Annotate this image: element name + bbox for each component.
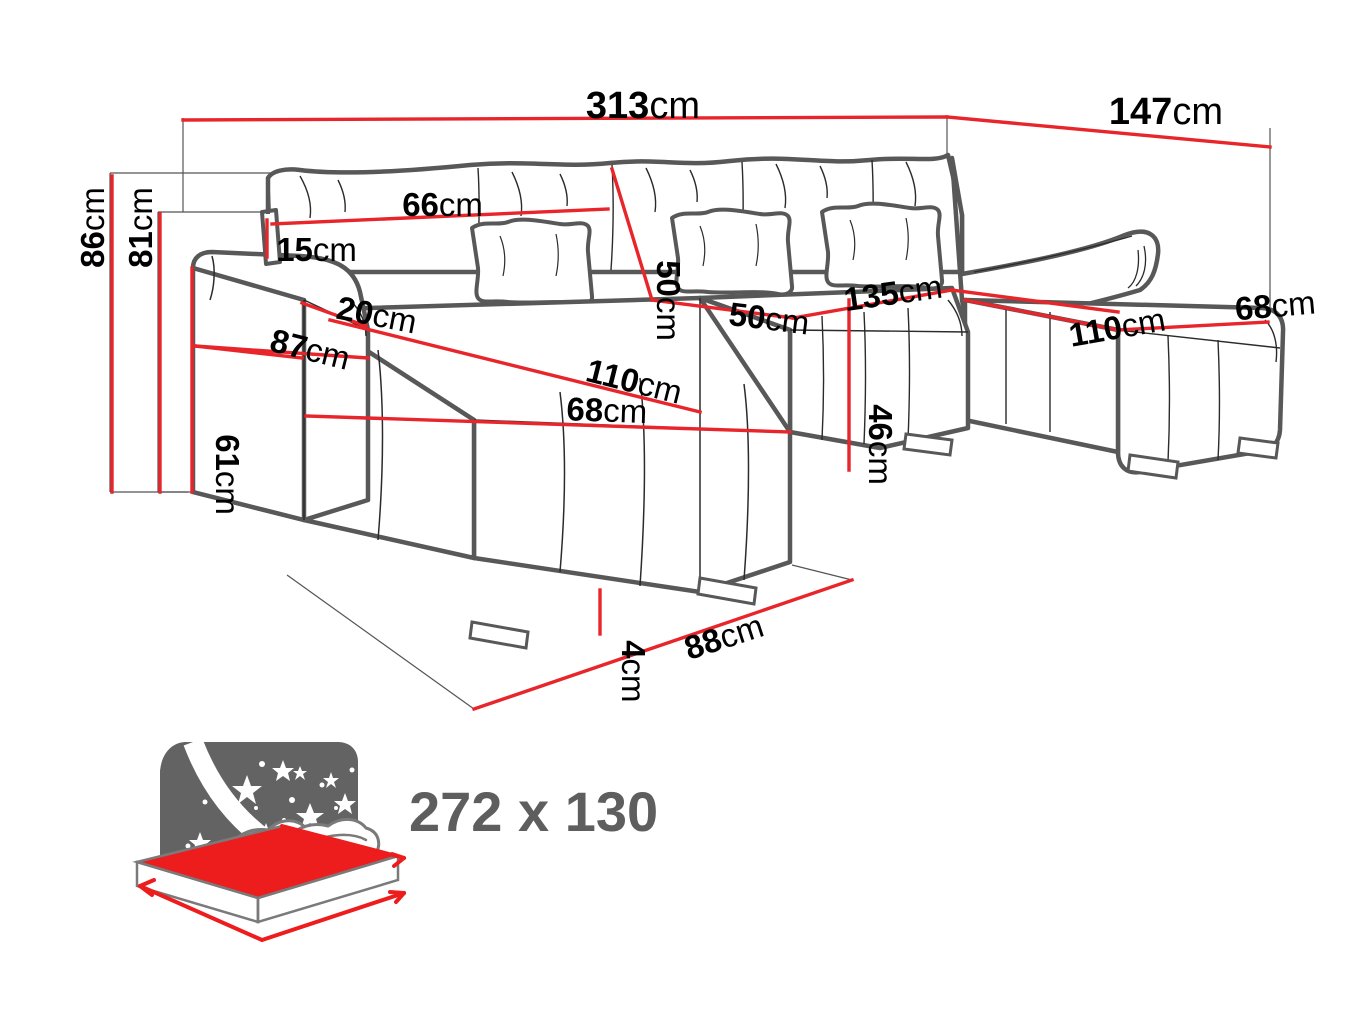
dimline-50-horizontal bbox=[650, 298, 795, 320]
right-chaise-legs bbox=[1126, 436, 1280, 480]
label-86: 86cm bbox=[74, 141, 111, 332]
dimline-87 bbox=[193, 344, 370, 360]
dimline-147 bbox=[945, 115, 1272, 149]
label-81: 81cm bbox=[122, 141, 159, 332]
dimension-labels: 313cm 147cm 66cm 50cm 15cm 20cm 87cm 50c… bbox=[74, 85, 1354, 748]
label-50-back: 50cm bbox=[650, 196, 687, 387]
label-87: 87cm bbox=[204, 306, 398, 388]
dimline-135-ext bbox=[950, 288, 1120, 314]
dimline-88 bbox=[471, 577, 855, 712]
bed-size-label: 272 x 130 bbox=[409, 780, 658, 843]
dimline-66 bbox=[270, 207, 610, 226]
label-20: 20cm bbox=[271, 277, 465, 350]
label-68-right: 68cm bbox=[1169, 279, 1354, 332]
label-4: 4cm bbox=[615, 576, 652, 748]
center-seat-detail bbox=[789, 299, 969, 445]
dimline-313 bbox=[181, 115, 949, 122]
label-110-right: 110cm bbox=[1003, 292, 1214, 364]
label-313: 313cm bbox=[512, 85, 753, 127]
label-61: 61cm bbox=[209, 370, 246, 561]
right-chaise-detail bbox=[1005, 308, 1281, 463]
dimline-135 bbox=[791, 288, 954, 320]
dimline-68-right bbox=[1116, 320, 1270, 332]
label-46: 46cm bbox=[862, 340, 899, 531]
sofa-bed-icon: 272 x 130 bbox=[132, 738, 658, 942]
label-68-left: 68cm bbox=[502, 388, 694, 432]
sofa-illustration bbox=[190, 152, 1286, 650]
label-147: 147cm bbox=[1035, 91, 1276, 133]
label-15: 15cm bbox=[212, 231, 403, 268]
scatter-cushion-detail bbox=[499, 217, 909, 277]
label-135: 135cm bbox=[778, 261, 990, 327]
label-66: 66cm bbox=[338, 186, 529, 223]
dimline-68-left bbox=[304, 414, 792, 434]
right-chaise-block bbox=[962, 297, 1286, 475]
right-arm-detail bbox=[973, 235, 1147, 289]
left-chaise-legs bbox=[468, 576, 758, 650]
dimline-50-vertical bbox=[609, 166, 655, 303]
bed-dimension-arrows bbox=[138, 824, 406, 942]
bed-mattress bbox=[132, 824, 403, 924]
label-50-seat: 50cm bbox=[663, 287, 857, 347]
center-legs bbox=[902, 432, 954, 457]
dimline-110-right bbox=[963, 298, 1120, 332]
dimline-20 bbox=[299, 300, 369, 329]
dimline-110-left bbox=[327, 317, 703, 415]
dimension-lines bbox=[110, 115, 1272, 712]
